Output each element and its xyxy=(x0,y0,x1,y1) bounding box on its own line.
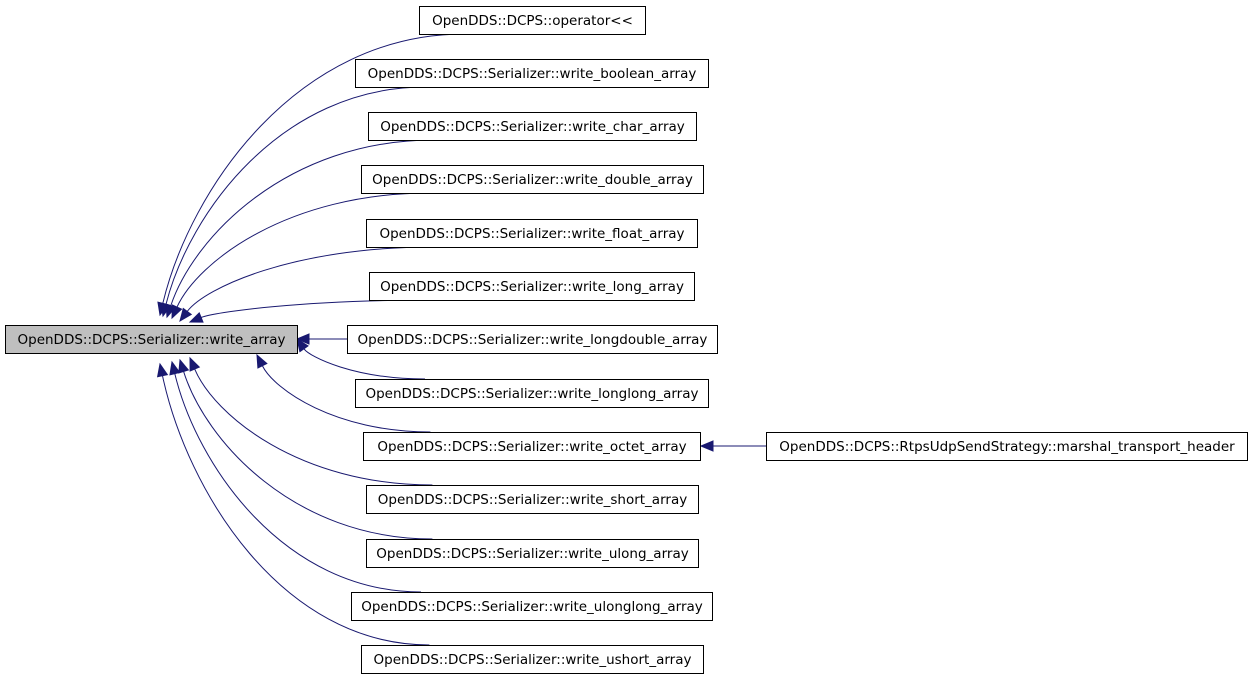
caller-node-write_char_array[interactable]: OpenDDS::DCPS::Serializer::write_char_ar… xyxy=(368,112,697,141)
node-box xyxy=(419,6,646,35)
node-label: OpenDDS::DCPS::Serializer::write_ushort_… xyxy=(374,652,692,668)
node-box xyxy=(363,432,701,461)
node-box xyxy=(5,325,298,354)
node-label: OpenDDS::DCPS::Serializer::write_short_a… xyxy=(378,492,687,508)
node-label: OpenDDS::DCPS::RtpsUdpSendStrategy::mars… xyxy=(779,439,1235,455)
arrowhead-icon xyxy=(179,307,193,323)
arrowhead-icon xyxy=(171,304,183,320)
arrowhead-icon xyxy=(188,311,204,323)
arrowhead-icon xyxy=(699,440,714,452)
node-box xyxy=(368,112,697,141)
edge-line xyxy=(261,365,431,433)
edges-layer xyxy=(156,33,766,646)
node-box xyxy=(366,485,699,514)
edge-line xyxy=(176,192,430,308)
root-node-write_array[interactable]: OpenDDS::DCPS::Serializer::write_array xyxy=(5,325,298,354)
edge-line xyxy=(303,348,426,380)
node-label: OpenDDS::DCPS::Serializer::write_longlon… xyxy=(365,386,698,402)
edge-line xyxy=(170,139,434,306)
edge-write_short_array xyxy=(189,356,433,486)
arrowhead-icon xyxy=(256,353,268,369)
node-label: OpenDDS::DCPS::Serializer::write_ulong_a… xyxy=(376,546,688,562)
node-label: OpenDDS::DCPS::Serializer::write_double_… xyxy=(372,172,693,188)
caller-node-write_ushort_array[interactable]: OpenDDS::DCPS::Serializer::write_ushort_… xyxy=(361,645,704,674)
nodes-layer: OpenDDS::DCPS::Serializer::write_arrayOp… xyxy=(5,6,1248,674)
node-box xyxy=(766,432,1248,461)
edge-write_longdouble_array xyxy=(295,333,347,345)
edge-marshal_transport_header xyxy=(699,440,766,452)
node-label: OpenDDS::DCPS::Serializer::write_boolean… xyxy=(368,66,697,82)
edge-write_float_array xyxy=(179,246,433,323)
arrowhead-icon xyxy=(295,333,310,345)
caller-node-write_octet_array[interactable]: OpenDDS::DCPS::Serializer::write_octet_a… xyxy=(363,432,701,461)
caller-node-write_long_array[interactable]: OpenDDS::DCPS::Serializer::write_long_ar… xyxy=(369,272,695,301)
caller-node-write_boolean_array[interactable]: OpenDDS::DCPS::Serializer::write_boolean… xyxy=(355,59,709,88)
edge-line xyxy=(174,373,422,593)
edge-line xyxy=(162,375,430,646)
edge-line xyxy=(183,371,433,540)
node-label: OpenDDS::DCPS::operator<< xyxy=(432,13,633,29)
caller-node-write_short_array[interactable]: OpenDDS::DCPS::Serializer::write_short_a… xyxy=(366,485,699,514)
node-label: OpenDDS::DCPS::Serializer::write_char_ar… xyxy=(380,119,685,135)
arrowhead-icon xyxy=(189,356,201,372)
edge-line xyxy=(165,86,426,305)
node-box xyxy=(355,379,709,408)
node-box xyxy=(361,645,704,674)
arrowhead-icon xyxy=(178,358,190,374)
edge-line xyxy=(200,299,435,318)
caller-node-write_ulonglong_array[interactable]: OpenDDS::DCPS::Serializer::write_ulonglo… xyxy=(351,592,713,621)
node-box xyxy=(366,219,698,248)
caller-node-write_longlong_array[interactable]: OpenDDS::DCPS::Serializer::write_longlon… xyxy=(355,379,709,408)
edge-write_ushort_array xyxy=(156,362,430,646)
arrowhead-icon xyxy=(296,337,309,353)
edge-write_ulonglong_array xyxy=(169,360,422,593)
node-box xyxy=(361,165,704,194)
node-box xyxy=(369,272,695,301)
node-box xyxy=(351,592,713,621)
node-label: OpenDDS::DCPS::Serializer::write_octet_a… xyxy=(377,439,686,455)
node-box xyxy=(366,539,699,568)
edge-write_longlong_array xyxy=(296,337,426,380)
edge-write_double_array xyxy=(171,192,430,320)
node-label: OpenDDS::DCPS::Serializer::write_longdou… xyxy=(358,332,708,348)
node-label: OpenDDS::DCPS::Serializer::write_float_a… xyxy=(379,226,684,242)
edge-line xyxy=(194,368,433,486)
caller-node-marshal_transport_header[interactable]: OpenDDS::DCPS::RtpsUdpSendStrategy::mars… xyxy=(766,432,1248,461)
caller-node-write_ulong_array[interactable]: OpenDDS::DCPS::Serializer::write_ulong_a… xyxy=(366,539,699,568)
edge-write_long_array xyxy=(188,299,435,323)
caller-node-write_longdouble_array[interactable]: OpenDDS::DCPS::Serializer::write_longdou… xyxy=(347,325,718,354)
caller-node-write_double_array[interactable]: OpenDDS::DCPS::Serializer::write_double_… xyxy=(361,165,704,194)
caller-node-write_float_array[interactable]: OpenDDS::DCPS::Serializer::write_float_a… xyxy=(366,219,698,248)
arrowhead-icon xyxy=(169,360,181,376)
caller-node-operator_ll[interactable]: OpenDDS::DCPS::operator<< xyxy=(419,6,646,35)
edge-write_octet_array xyxy=(256,353,431,433)
node-label: OpenDDS::DCPS::Serializer::write_long_ar… xyxy=(380,279,684,295)
arrowhead-icon xyxy=(156,362,169,378)
edge-line xyxy=(162,33,465,304)
edge-line xyxy=(186,246,433,312)
node-label: OpenDDS::DCPS::Serializer::write_array xyxy=(18,332,286,348)
node-box xyxy=(347,325,718,354)
node-label: OpenDDS::DCPS::Serializer::write_ulonglo… xyxy=(361,599,703,615)
node-box xyxy=(355,59,709,88)
edge-write_ulong_array xyxy=(178,358,433,540)
